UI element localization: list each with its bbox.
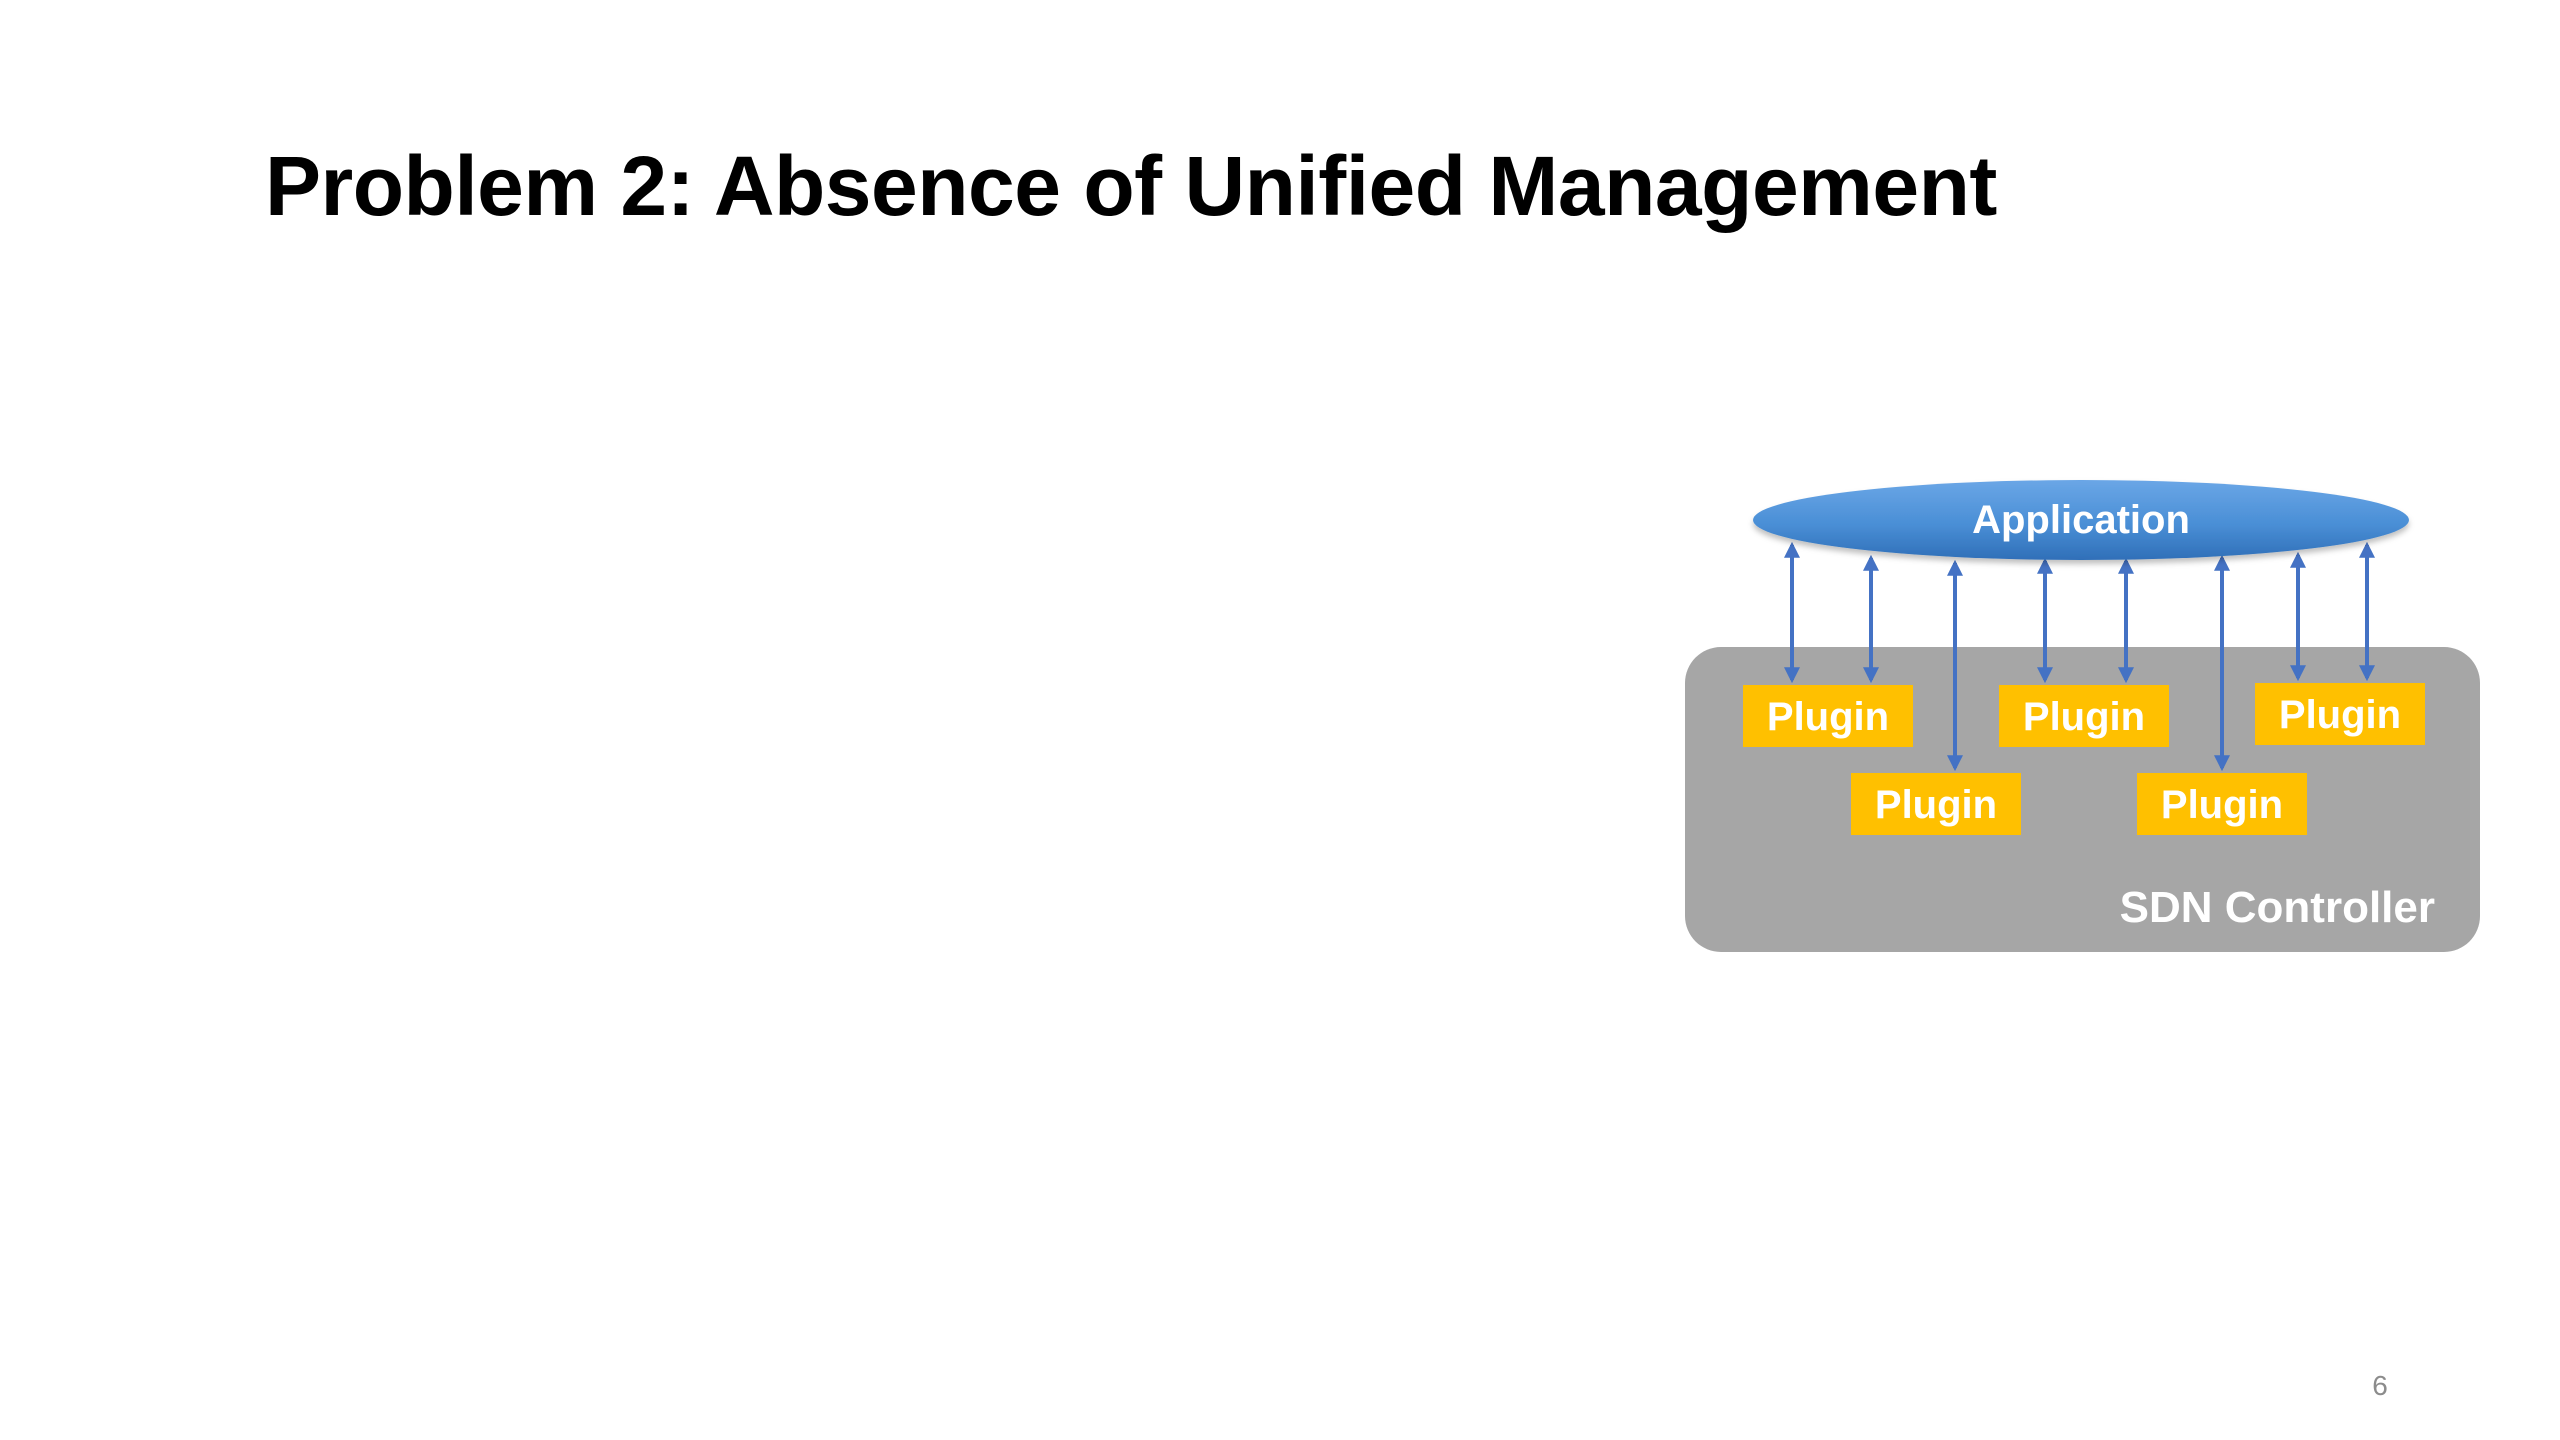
slide-title: Problem 2: Absence of Unified Management (265, 139, 1997, 233)
plugin-box-top-2 (1999, 685, 2169, 747)
plugin-label-top-1: Plugin (1767, 695, 1889, 739)
page-number: 6 (2372, 1370, 2388, 1401)
plugin-label-bottom-2: Plugin (2161, 783, 2283, 827)
plugin-box-top-1 (1743, 685, 1913, 747)
application-ellipse (1753, 480, 2409, 560)
sdn-controller-label: SDN Controller (2120, 883, 2435, 932)
connection-arrows (1784, 541, 2375, 772)
plugin-box-top-3 (2255, 683, 2425, 745)
plugin-label-bottom-1: Plugin (1875, 783, 1997, 827)
application-label: Application (1972, 498, 2190, 542)
plugin-label-top-3: Plugin (2279, 693, 2401, 737)
plugin-box-bottom-1 (1851, 773, 2021, 835)
plugin-box-bottom-2 (2137, 773, 2307, 835)
plugin-label-top-2: Plugin (2023, 695, 2145, 739)
